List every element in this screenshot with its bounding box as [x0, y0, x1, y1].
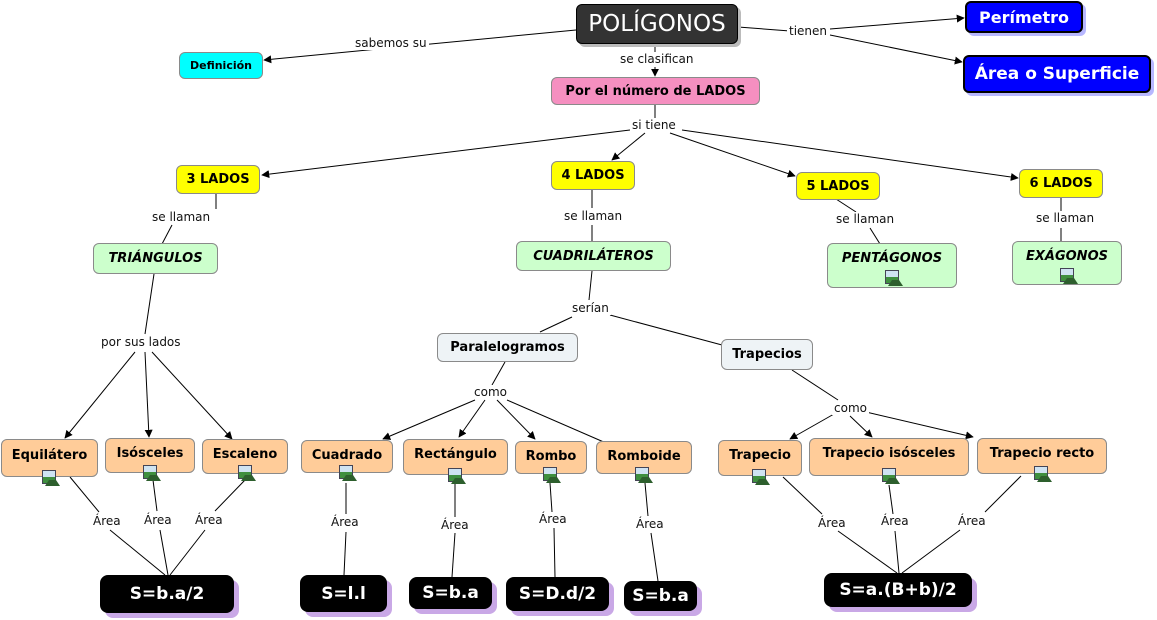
image-icon[interactable]	[42, 470, 60, 486]
link-label-por-sus-lados: por sus lados	[99, 335, 183, 349]
link-label-se-llaman: se llaman	[1034, 211, 1097, 225]
link-label-area: Área	[142, 513, 174, 527]
link-label-sabemos-su: sabemos su	[353, 36, 429, 50]
link-label-area: Área	[193, 513, 225, 527]
trapecios-node[interactable]: Trapecios	[721, 339, 813, 370]
clasificacion-node[interactable]: Por el número de LADOS	[551, 77, 760, 105]
image-icon[interactable]	[1060, 268, 1078, 284]
formula-trapecio-node[interactable]: S=a.(B+b)/2	[824, 573, 972, 607]
link-label-se-llaman: se llaman	[834, 212, 897, 226]
image-icon[interactable]	[635, 467, 653, 483]
romboide-label: Romboide	[607, 449, 681, 464]
formula-rombo-node[interactable]: S=D.d/2	[506, 577, 609, 611]
cuadrilateros-node[interactable]: CUADRILÁTEROS	[516, 241, 671, 271]
trapecio-isosceles-node[interactable]: Trapecio isósceles	[809, 438, 969, 476]
link-label-se-clasifican: se clasifican	[618, 52, 696, 66]
link-label-area: Área	[816, 516, 848, 530]
formula-triangulo-node[interactable]: S=b.a/2	[100, 575, 234, 613]
trapecio-recto-label: Trapecio recto	[989, 446, 1095, 461]
triangulos-node[interactable]: TRIÁNGULOS	[93, 243, 218, 274]
formula-romboide-node[interactable]: S=b.a	[624, 581, 697, 611]
image-icon[interactable]	[1034, 466, 1052, 482]
cuatro-lados-node[interactable]: 4 LADOS	[551, 161, 635, 190]
link-label-serian: serían	[570, 301, 611, 315]
image-icon[interactable]	[543, 467, 561, 483]
image-icon[interactable]	[752, 469, 770, 485]
trapecio-isosceles-label: Trapecio isósceles	[822, 446, 956, 461]
link-label-area: Área	[879, 514, 911, 528]
cuadrado-label: Cuadrado	[311, 448, 383, 463]
link-label-area: Área	[439, 518, 471, 532]
tres-lados-node[interactable]: 3 LADOS	[176, 165, 260, 194]
exagonos-label: EXÁGONOS	[1026, 249, 1108, 264]
title-node[interactable]: POLÍGONOS	[576, 4, 738, 44]
rombo-node[interactable]: Rombo	[515, 441, 587, 474]
exagonos-node[interactable]: EXÁGONOS	[1012, 241, 1122, 285]
link-label-area: Área	[91, 514, 123, 528]
escaleno-label: Escaleno	[212, 447, 278, 462]
link-label-area: Área	[634, 517, 666, 531]
link-label-como: como	[472, 385, 509, 399]
link-label-se-llaman: se llaman	[150, 210, 213, 224]
link-label-area: Área	[537, 512, 569, 526]
romboide-node[interactable]: Romboide	[596, 441, 692, 474]
formula-cuadrado-node[interactable]: S=l.l	[300, 575, 387, 612]
link-label-tienen: tienen	[787, 24, 830, 38]
formula-rectangulo-node[interactable]: S=b.a	[409, 577, 492, 609]
link-label-area: Área	[329, 515, 361, 529]
definicion-node[interactable]: Definición	[179, 52, 263, 79]
link-label-si-tiene: si tiene	[630, 118, 678, 132]
image-icon[interactable]	[339, 465, 357, 481]
rombo-label: Rombo	[525, 449, 577, 464]
pentagonos-label: PENTÁGONOS	[841, 251, 943, 266]
trapecio-label: Trapecio	[729, 448, 791, 463]
trapecio-recto-node[interactable]: Trapecio recto	[977, 438, 1107, 474]
image-icon[interactable]	[882, 468, 900, 484]
isosceles-label: Isósceles	[116, 446, 184, 461]
rectangulo-label: Rectángulo	[414, 447, 497, 462]
area-superficie-node[interactable]: Área o Superficie	[963, 55, 1151, 93]
image-icon[interactable]	[448, 468, 466, 484]
link-label-area: Área	[956, 514, 988, 528]
link-label-se-llaman: se llaman	[562, 209, 625, 223]
perimetro-node[interactable]: Perímetro	[965, 1, 1083, 33]
equilatero-label: Equilátero	[11, 448, 88, 463]
image-icon[interactable]	[885, 270, 903, 286]
link-label-como: como	[832, 401, 869, 415]
image-icon[interactable]	[143, 465, 161, 481]
image-icon[interactable]	[238, 465, 256, 481]
cinco-lados-node[interactable]: 5 LADOS	[796, 172, 880, 200]
paralelogramos-node[interactable]: Paralelogramos	[437, 333, 578, 362]
seis-lados-node[interactable]: 6 LADOS	[1019, 169, 1103, 198]
